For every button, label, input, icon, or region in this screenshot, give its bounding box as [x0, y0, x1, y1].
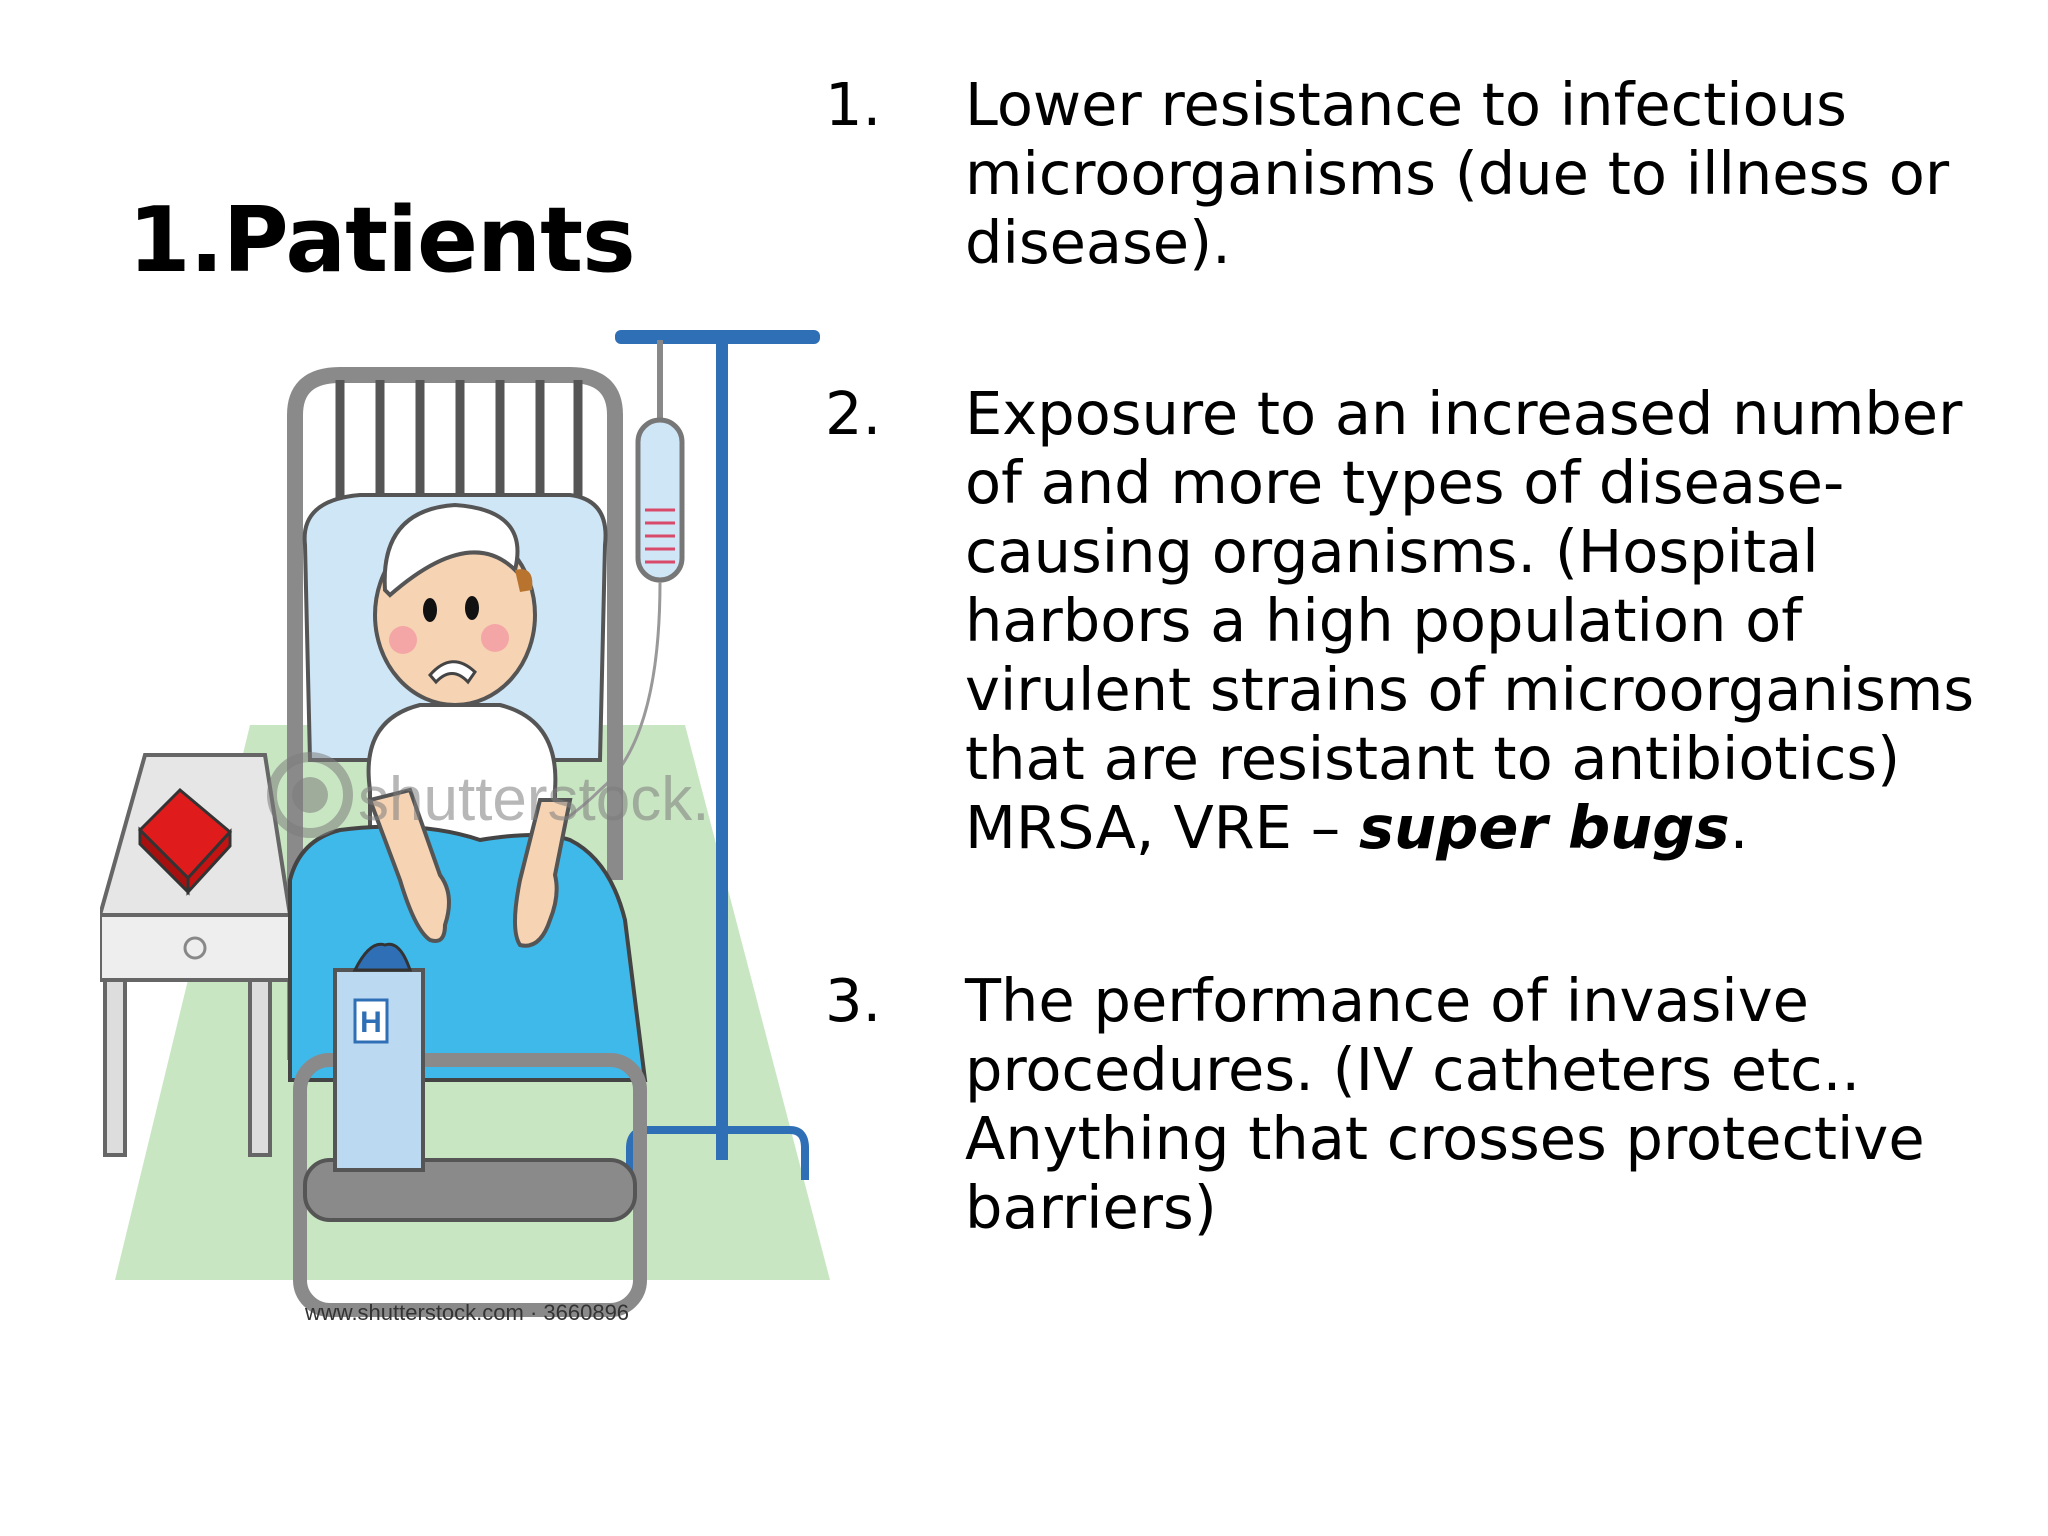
image-credit: www.shutterstock.com · 3660896 [304, 1300, 629, 1325]
watermark-text: shutterstock. [358, 765, 709, 834]
numbered-list: 1. Lower resistance to infectious microo… [825, 70, 2025, 1242]
list-item-text: Exposure to an increased number of and m… [965, 379, 2025, 862]
slide-title: 1.Patients [128, 188, 636, 293]
emphasis-text: super bugs [1358, 793, 1730, 862]
list-item: 1. Lower resistance to infectious microo… [825, 70, 2025, 277]
clipboard: H [333, 942, 425, 1172]
list-item-number: 1. [825, 70, 882, 139]
list-item-text: Lower resistance to infectious microorga… [965, 70, 1950, 277]
clipboard-letter: H [360, 1006, 382, 1039]
patient-arms [367, 787, 573, 948]
hospital-bed-illustration: H shutterstock. www.shutterstock.com · 3… [100, 330, 830, 1325]
list-item-number: 3. [825, 966, 882, 1035]
list-item: 3. The performance of invasive procedure… [825, 966, 2025, 1242]
trailing-punctuation: . [1729, 793, 1749, 862]
bedside-table [100, 753, 293, 1157]
footboard [293, 1053, 647, 1317]
list-item: 2. Exposure to an increased number of an… [825, 379, 2025, 862]
list-item-text-plain: Exposure to an increased number of and m… [965, 379, 1975, 862]
watermark: shutterstock. [267, 752, 709, 838]
list-item-number: 2. [825, 379, 882, 448]
list-item-text: The performance of invasive procedures. … [965, 966, 1925, 1242]
